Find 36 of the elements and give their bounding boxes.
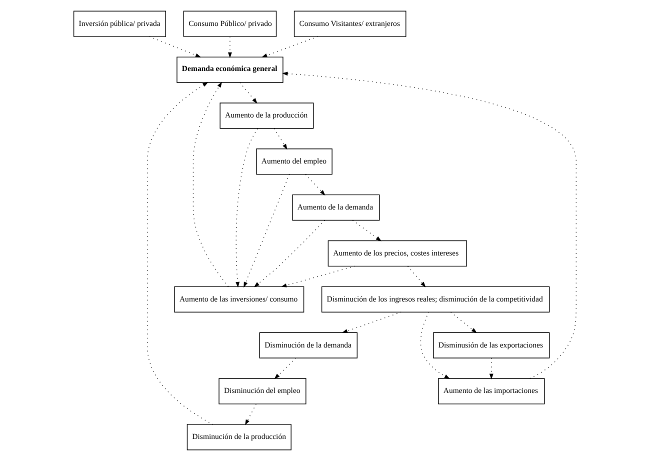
node-box: Aumento del empleo — [256, 148, 332, 175]
arrow — [282, 72, 576, 379]
arrow — [280, 266, 354, 288]
arrow — [273, 128, 287, 150]
arrow — [420, 312, 450, 379]
arrow — [341, 312, 402, 333]
node-box: Demanda económica general — [176, 56, 283, 83]
arrow — [148, 36, 201, 58]
arrow — [352, 220, 381, 242]
node-box: Aumento de los precios, costes intereses — [327, 240, 467, 267]
node-box: Aumento de la producción — [219, 102, 314, 129]
arrow — [450, 312, 476, 334]
arrow — [243, 174, 290, 288]
arrow — [244, 404, 256, 426]
arrow — [146, 82, 213, 425]
arrow — [304, 174, 325, 196]
node-box: Consumo Visitantes/ extranjeros — [293, 10, 406, 37]
arrow — [253, 220, 325, 288]
node-box: Aumento de las inversiones/ consumo — [174, 286, 304, 312]
node-box: Inversión pública/ privada — [72, 10, 166, 37]
arrow — [192, 82, 228, 287]
arrow — [239, 82, 257, 104]
node-box: Disminución del empleo — [218, 378, 306, 404]
arrow — [227, 36, 232, 58]
arrow — [488, 358, 493, 380]
node-box: Disminución de los ingresos reales; disminución de la competitividad — [320, 286, 550, 312]
arrow — [261, 36, 318, 58]
arrow — [235, 128, 258, 288]
node-box: Disminución de la producción — [186, 424, 291, 450]
node-box: Aumento de las importaciones — [438, 378, 544, 404]
node-box: Disminución de la demanda — [258, 332, 357, 358]
arrow — [274, 358, 296, 380]
node-box: Aumento de la demanda — [292, 194, 380, 221]
node-box: Disminusión de las exportaciones — [432, 332, 550, 358]
node-box: Consumo Público/ privado — [182, 10, 276, 37]
arrow — [407, 266, 426, 288]
